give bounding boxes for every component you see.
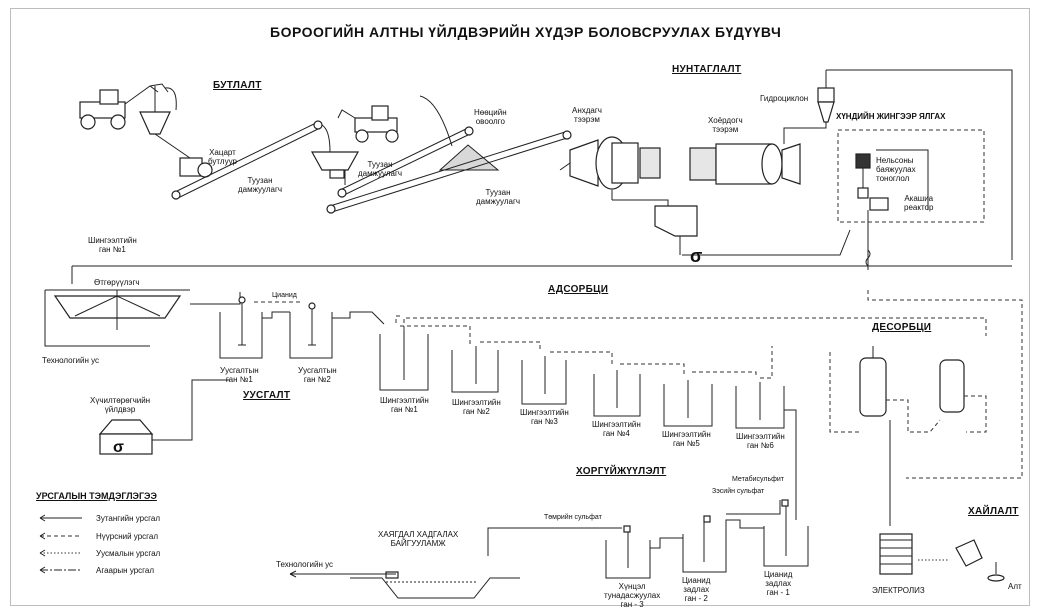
secondary-crusher-icon [310,124,360,185]
label-adsorption-tank-1-side: Шингээлтийн ган №1 [88,236,137,254]
label-ads-3: Шингээлтийн ган №3 [520,408,569,426]
label-thickener: Өтгөрүүлэгч [94,278,140,287]
label-ads-1: Шингээлтийн ган №1 [380,396,429,414]
legend-item: Зутангийн урсгал [96,514,160,523]
label-acacia: Акашиа реактор [904,194,934,212]
label-gold: Алт [1008,582,1022,591]
label-tank-1: Цианид задлах ган - 1 [764,570,793,597]
adsorption-tanks [379,290,1023,520]
legend-item: Уусмалын урсгал [96,549,161,558]
label-conveyor-2: Туузан дамжуулагч [358,160,403,178]
electrolysis-cell [879,533,948,575]
jaw-crusher-icon [154,133,213,178]
sump-box-icon: σ [611,190,851,266]
label-conveyor-1: Туузан дамжуулагч [238,176,283,194]
label-tank-3: Хүнцэл тунадасжуулах ган - 3 [604,582,661,609]
hydrocyclone-icon [783,69,1013,260]
section-gravity: ХҮНДИЙН ЖИНГЭЭР ЯЛГАХ [836,112,946,121]
secondary-mill-icon [689,143,801,185]
conveyor-3-line [326,130,572,214]
label-tank-2: Цианид задлах ган - 2 [682,576,711,603]
label-tailings: ХАЯГДАЛ ХАДГАЛАХ БАЙГУУЛАМЖ [378,530,459,548]
front-loader-2-icon [337,105,399,143]
legend-lines [39,514,82,574]
section-grinding: НУНТАГЛАЛТ [672,64,742,75]
thickener-icon [44,289,241,347]
legend-item: Агаарын урсгал [96,566,155,575]
label-metabisulfite: Метабисульфит [732,476,784,483]
primary-mill-icon [559,136,661,190]
section-desorption: ДЕСОРБЦИ [872,322,932,333]
label-ads-5: Шингээлтийн ган №5 [662,430,711,448]
label-ads-4: Шингээлтийн ган №4 [592,420,641,438]
label-process-water-2: Технологийн ус [276,560,334,569]
label-jaw-crusher: Хацарт бутлуур [208,148,237,166]
label-ads-6: Шингээлтийн ган №6 [736,432,785,450]
leach-tanks [219,296,385,359]
label-hydrocyclone: Гидроциклон [760,94,809,103]
feed-hopper-1-icon [139,86,177,135]
oxygen-plant-icon: σ [98,379,230,456]
main-return-loop [71,210,1012,284]
legend-title: УРСГАЛЫН ТЭМДЭГЛЭГЭЭ [36,491,157,501]
conveyor-1-line [171,120,323,200]
label-leach-2: Уусгалтын ган №2 [298,366,337,384]
section-adsorption: АДСОРБЦИ [548,284,609,295]
label-conveyor-3: Туузан дамжуулагч [476,188,521,206]
conveyor-2-line [337,126,474,198]
label-stockpile: Нөөцийн овоолго [474,108,507,126]
smelting-furnace [955,539,1005,582]
label-secondary-mill: Хоёрдогч тээрэм [708,116,743,134]
label-ads-2: Шингээлтийн ган №2 [452,398,501,416]
diagram-frame [10,8,1030,606]
label-compressor: Хүчилтөрөгчийн үйлдвэр [90,396,151,414]
gravity-box [837,129,985,223]
desorption-columns [829,346,987,526]
label-primary-mill: Анхдагч тээрэм [572,106,602,124]
detox-tanks [487,499,809,579]
section-crushing: БУТЛАЛТ [213,80,262,91]
label-iron-sulfate: Төмрийн сульфат [544,514,602,521]
label-process-water-1: Технологийн ус [42,356,100,365]
label-cyanide: Цианид [272,292,297,299]
label-copper-sulfate: Зэсийн сульфат [712,488,765,495]
section-smelting: ХАЙЛАЛТ [968,506,1019,517]
label-leach-1: Уусгалтын ган №1 [220,366,259,384]
svg-text:σ: σ [113,439,124,456]
section-leaching: УУСГАЛТ [243,390,291,401]
tailings-pond [289,570,520,599]
section-detox: ХОРГҮЙЖҮҮЛЭЛТ [576,466,667,477]
diagram-title: БОРООГИЙН АЛТНЫ ҮЙЛДВЭРИЙН ХҮДЭР БОЛОВСР… [270,24,782,40]
legend-item: Нүүрсний урсгал [96,532,159,541]
label-nelson: Нельсоны баяжуулах тоноглол [876,156,916,183]
label-electrolysis: ЭЛЕКТРОЛИЗ [872,586,925,595]
svg-text:σ: σ [690,246,702,266]
front-loader-1-icon [79,83,169,130]
